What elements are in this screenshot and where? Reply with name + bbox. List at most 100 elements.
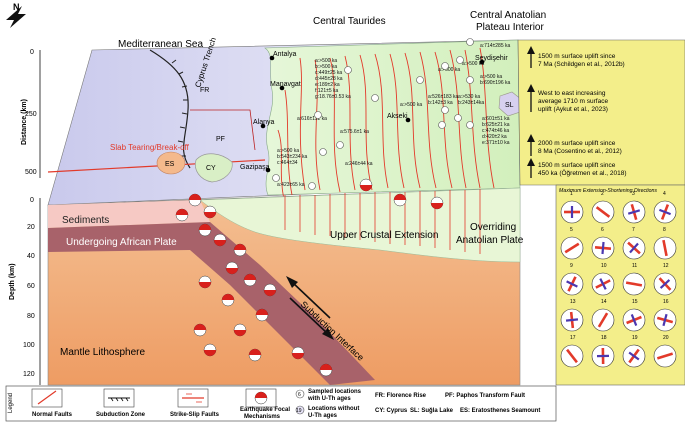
age-label: e:371±10 ka [482, 140, 510, 146]
age-label: g:18.76±0.53 ka [315, 94, 351, 100]
age-label: a:423±65 ka [277, 182, 305, 188]
legend-sl: SL: Suğla Lake [410, 408, 454, 414]
age-label: b:625±21 ka [482, 122, 510, 128]
uplift-text: West to east increasing [538, 90, 606, 97]
central-anatolian-label-2: Plateau Interior [476, 22, 544, 33]
shortening-arrow [566, 280, 578, 288]
age-label: a:>500 ka [480, 74, 502, 80]
cy-label: CY [206, 165, 216, 172]
legend-focal-2: Mechanisms [244, 414, 281, 420]
age-label: c:449±25 ka [315, 70, 342, 76]
age-label: b:243±14ka [458, 100, 484, 106]
age-label: f:121±5 ka [315, 88, 339, 94]
central-taurides-label: Central Taurides [313, 16, 386, 27]
town-manavgat: Manavgat [270, 81, 301, 88]
age-label: b:>500 ka [315, 64, 337, 70]
age-label: b:690±196 ka [480, 80, 510, 86]
fr-label: FR [200, 87, 209, 94]
legend-focal-1: Earthquake Focal [240, 407, 290, 413]
age-label: a:616±112 ka [297, 116, 327, 122]
depth-tick: 20 [27, 224, 35, 231]
legend-subduction-zone: Subduction Zone [96, 412, 146, 418]
es-label: ES [165, 161, 175, 168]
legend-fr: FR: Florence Rise [375, 393, 427, 399]
upper-crustal-label: Upper Crustal Extension [330, 230, 438, 241]
town-akseki: Akseki [387, 113, 408, 120]
age-label: b:142±3 ka [428, 100, 453, 106]
uplift-text: average 1710 m surface [538, 98, 608, 105]
depth-axis: Depth (km) 0 20 40 60 80 100 120 [9, 197, 41, 385]
map-surface [47, 39, 523, 206]
age-label: a:714±285 ka [480, 43, 510, 49]
age-labels: a:>500 ka b:>500 ka c:449±25 ka d:445±28… [277, 43, 510, 188]
age-label: a:>500 ka [438, 67, 460, 73]
stereonet-number: 20 [663, 335, 669, 341]
legend-without-1: Locations without [308, 406, 359, 412]
age-label: a:575.6±1 ka [340, 129, 369, 135]
depth-tick: 100 [23, 342, 35, 349]
legend: Legend Normal Faults Subduction Zone Str… [5, 385, 557, 422]
distance-tick: 250 [25, 111, 37, 118]
slab-tearing-label: Slab Tearing/Break-off [110, 143, 190, 152]
cross-section [47, 187, 521, 386]
stereonet-number: 6 [601, 227, 604, 233]
legend-without-2: U-Th ages [308, 413, 338, 419]
age-label: a:>500 ka [277, 148, 299, 154]
north-arrow: N [6, 2, 26, 28]
age-label: a:>500 ka [315, 58, 337, 64]
shortening-arrow [627, 209, 641, 215]
legend-sampled-number: 6 [298, 392, 301, 398]
age-label: e:189±2 ka [315, 82, 340, 88]
depth-tick: 80 [27, 313, 35, 320]
surface-faults [277, 47, 495, 201]
shortening-arrow [659, 208, 671, 216]
stereonet-number: 3 [632, 191, 635, 197]
shortening-arrow [629, 242, 639, 254]
age-label: d:420±2 ka [482, 134, 507, 140]
extension-arrow [597, 312, 609, 328]
north-label: N [13, 2, 20, 12]
depth-tick: 40 [27, 253, 35, 260]
age-label: c:474±46 ka [482, 128, 509, 134]
shortening-arrow [659, 279, 671, 289]
stereonet-number: 18 [601, 335, 607, 341]
uplift-text: 8 Ma (Cosentino et al., 2012) [538, 148, 622, 155]
uplift-text: 1500 m surface uplift since [538, 53, 616, 60]
legend-without-number: 19 [296, 408, 302, 414]
sl-label: SL [505, 102, 514, 109]
distance-axis-label: Distance (km) [21, 99, 28, 145]
age-label: b:543±234 ka [277, 154, 307, 160]
depth-tick: 120 [23, 371, 35, 378]
stereonet-number: 13 [570, 299, 576, 305]
extension-arrow [656, 352, 674, 360]
stereonet-number: 14 [601, 299, 607, 305]
shortening-arrow [565, 318, 579, 322]
shortening-arrow [599, 278, 607, 290]
uplift-text: uplift (Aykut et al., 2023) [538, 106, 608, 113]
stereonet-number: 4 [663, 191, 666, 197]
shortening-arrow [601, 241, 605, 255]
legend-es: ES: Eratosthenes Seamount [460, 408, 540, 414]
stereonet-number: 8 [663, 227, 666, 233]
depth-axis-label: Depth (km) [9, 263, 16, 300]
extension-panel: Maximum Extension-Shortening Directions … [555, 184, 685, 386]
location-markers [272, 38, 474, 190]
uplift-text: 450 ka (Öğretmen et al., 2018) [538, 169, 627, 177]
mediterranean-label: Mediterranean Sea [118, 39, 203, 50]
stereonet-number: 19 [632, 335, 638, 341]
age-label: a:>530 ka [458, 94, 480, 100]
towns: Antalya Manavgat Alanya Gazipaşa Akseki … [240, 51, 508, 173]
stereonet-number: 16 [663, 299, 669, 305]
stereonet-number: 11 [632, 263, 637, 269]
mantle-label: Mantle Lithosphere [60, 347, 145, 358]
legend-pf: PF: Paphos Transform Fault [445, 393, 525, 399]
shortening-arrow [662, 313, 668, 327]
pf-label: PF [216, 136, 225, 143]
stereonet-number: 7 [632, 227, 635, 233]
legend-cy: CY: Cyprus [375, 408, 408, 414]
uplift-text: 1500 m surface uplift since [538, 162, 616, 169]
depth-tick: 0 [30, 197, 34, 204]
extension-arrow [564, 242, 580, 254]
